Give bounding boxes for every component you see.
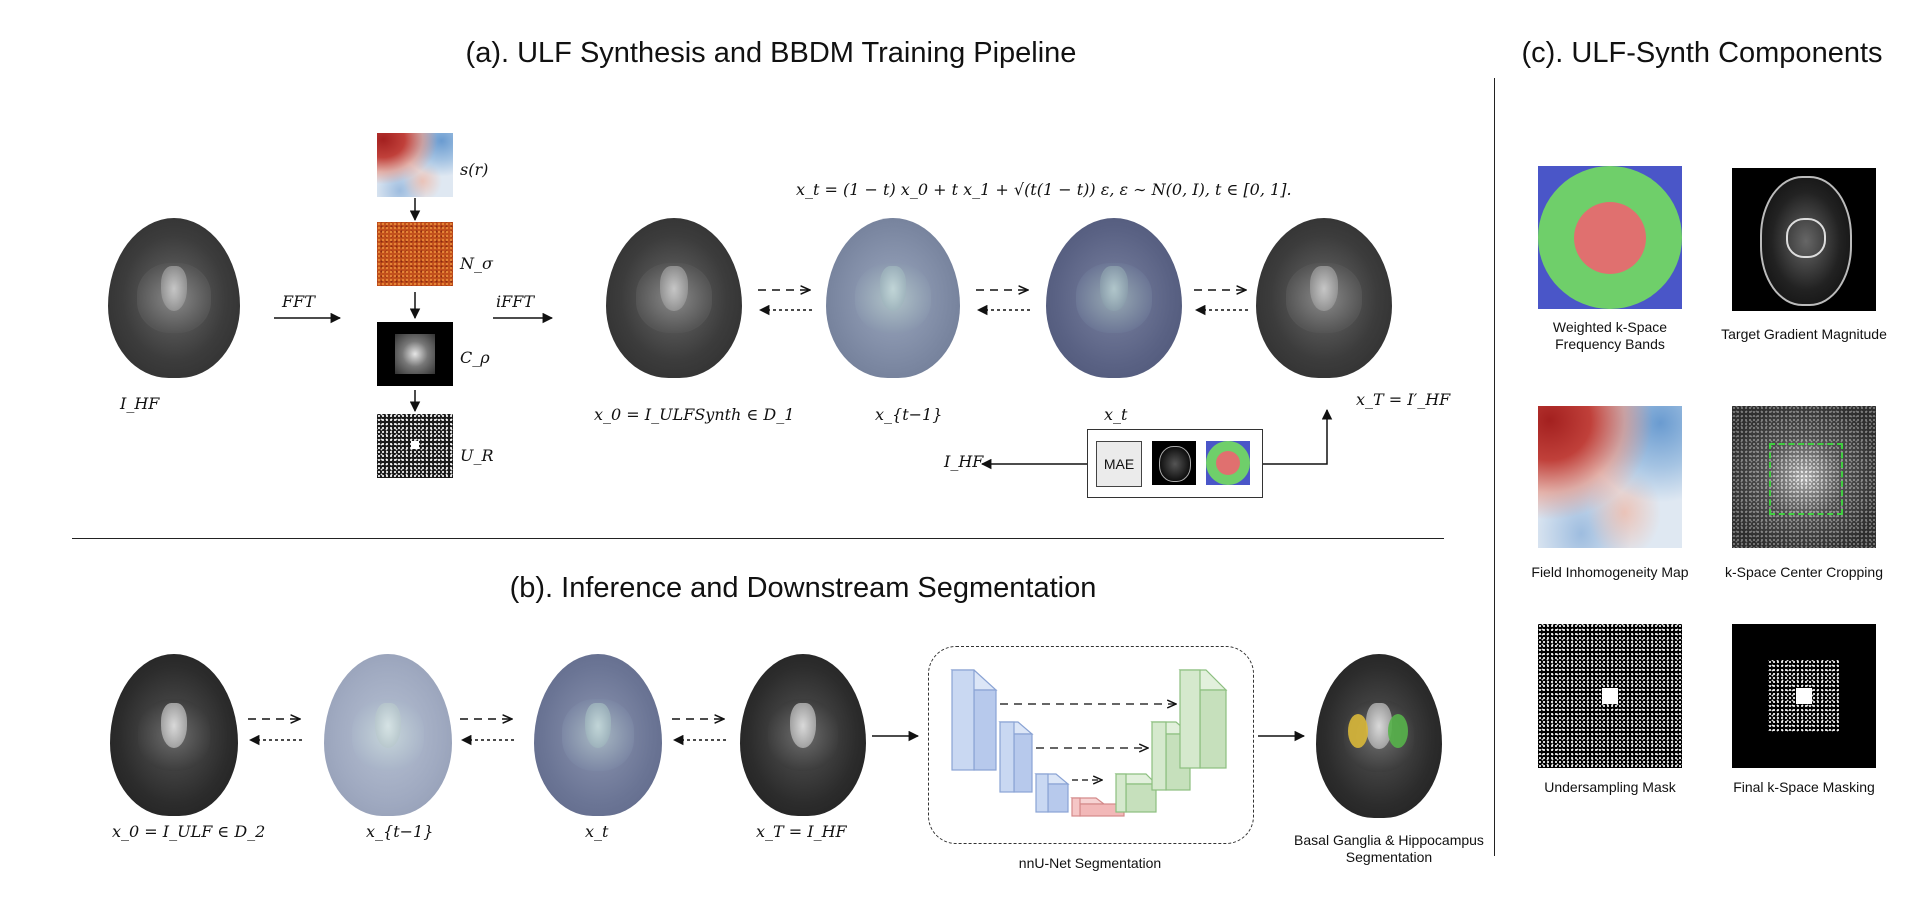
brain-b-x0 [110, 654, 238, 816]
c-label-field: Field Inhomogeneity Map [1531, 564, 1689, 580]
brain-x0-synth [606, 218, 742, 378]
vertical-divider [1494, 78, 1495, 856]
gradient-thumb [1152, 441, 1196, 485]
seg-label-line1: Basal Ganglia & Hippocampus [1294, 832, 1484, 848]
s-label: s(r) [460, 160, 489, 179]
brain-b-xt [534, 654, 662, 816]
b-xt-minus-1-label: x_{t−1} [366, 822, 434, 841]
c-label-bands-2: Frequency Bands [1555, 336, 1665, 352]
xt-label: x_t [1104, 405, 1128, 424]
c-undersampling-image [1538, 624, 1682, 768]
bands-thumb [1206, 441, 1250, 485]
brain-b-seg [1316, 654, 1442, 818]
c-bands-image [1538, 166, 1682, 309]
b-xT-label: x_T = I_HF [756, 822, 847, 841]
undersampling-tile [377, 414, 453, 478]
c-crop-image [1732, 406, 1876, 548]
unet-encoder-2 [998, 721, 1034, 793]
brain-b-xt-minus-1 [324, 654, 452, 816]
u-r-label: U_R [460, 446, 494, 465]
ihf-label: I_HF [120, 394, 160, 413]
n-sigma-label: N_σ [460, 254, 493, 273]
mae-box: MAE [1096, 441, 1142, 487]
c-label-final-mask: Final k-Space Masking [1733, 779, 1875, 795]
c-label-gradient: Target Gradient Magnitude [1721, 326, 1887, 342]
unet-decoder-3 [1114, 773, 1158, 813]
c-final-mask-image [1732, 624, 1876, 768]
b-x0-label: x_0 = I_ULF ∈ D_2 [112, 822, 266, 841]
brain-xt [1046, 218, 1182, 378]
loss-to-xT-arrow [1263, 408, 1333, 465]
brain-xt-minus-1 [826, 218, 960, 378]
seg-green-region [1388, 714, 1408, 748]
c-label-bands-1: Weighted k-Space [1552, 319, 1668, 335]
panel-b-title: (b). Inference and Downstream Segmentati… [509, 572, 1097, 604]
chain-a-1 [758, 290, 812, 316]
panel-a-title: (a). ULF Synthesis and BBDM Training Pip… [465, 37, 1077, 69]
loss-box: MAE [1087, 429, 1263, 498]
c-label-crop: k-Space Center Cropping [1725, 564, 1883, 580]
b-xt-label: x_t [585, 822, 609, 841]
xT-hf-label: x_T = I′_HF [1356, 390, 1451, 409]
nnunet-label: nnU-Net Segmentation [1018, 855, 1162, 871]
crop-tile [377, 322, 453, 386]
c-rho-label: C_ρ [460, 348, 490, 367]
c-gradient-image [1732, 168, 1876, 311]
ifft-label: iFFT [496, 292, 534, 311]
unet-encoder-3 [1034, 773, 1070, 813]
c-label-undersampling: Undersampling Mask [1544, 779, 1676, 795]
ihf-output-label: I_HF [944, 452, 984, 471]
seg-yellow-region [1348, 714, 1368, 748]
chain-b-2 [460, 719, 514, 746]
seg-label-line2: Segmentation [1345, 849, 1433, 865]
crop-box [1769, 443, 1843, 515]
unet-encoder-1 [950, 669, 998, 771]
panel-c-title: (c). ULF-Synth Components [1521, 37, 1883, 69]
nnunet-box [928, 646, 1254, 844]
c-field-image [1538, 406, 1682, 548]
unet-decoder-1 [1178, 669, 1228, 769]
field-inhomogeneity-tile [377, 133, 453, 197]
chain-b-1 [248, 719, 302, 746]
x0-synth-label: x_0 = I_ULFSynth ∈ D_1 [594, 405, 795, 424]
brain-xT-hf [1256, 218, 1392, 378]
chain-b-3 [672, 719, 726, 746]
brain-ihf-input [108, 218, 240, 378]
chain-a-2 [976, 290, 1030, 316]
chain-a-3 [1194, 290, 1248, 316]
xt-minus-1-label: x_{t−1} [875, 405, 943, 424]
brain-b-xT [740, 654, 866, 816]
horizontal-divider [72, 538, 1444, 539]
bridge-equation: x_t = (1 − t) x_0 + t x_1 + √(t(1 − t)) … [796, 180, 1292, 199]
noise-tile [377, 222, 453, 286]
fft-label: FFT [282, 292, 315, 311]
